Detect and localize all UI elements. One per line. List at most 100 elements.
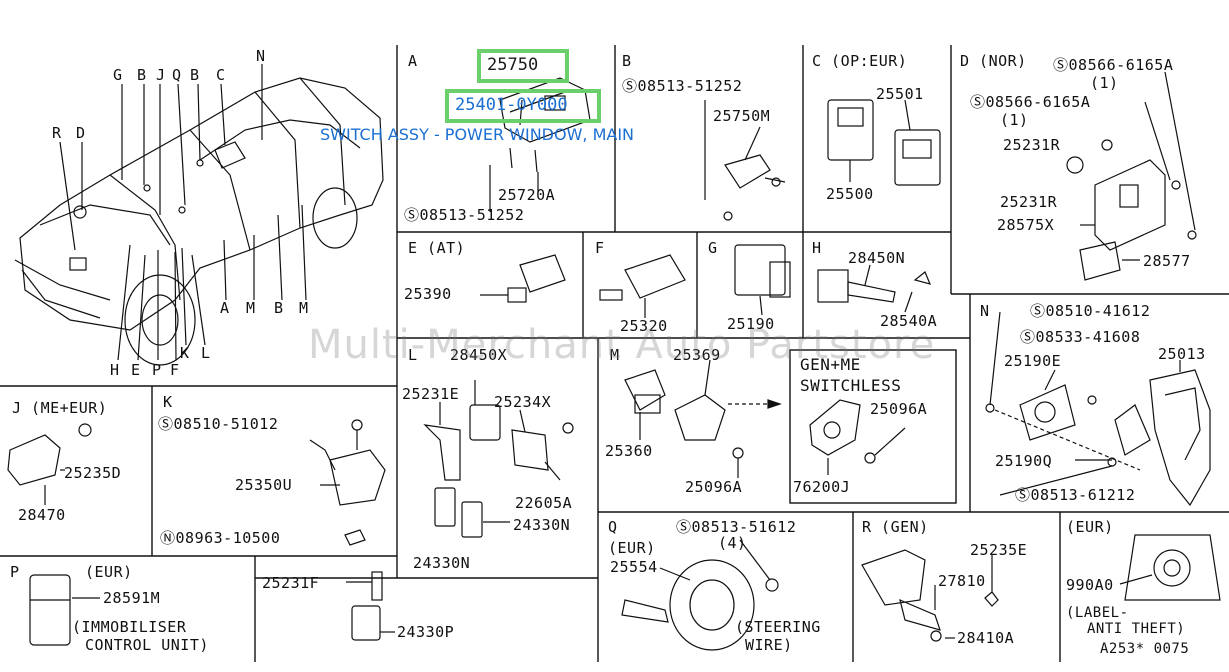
part-28470[interactable]: 28470	[18, 506, 66, 524]
vehicle-label-e: E	[131, 361, 141, 379]
section-p2-drawing	[346, 571, 395, 641]
steering-wire-label-2: WIRE)	[745, 636, 793, 654]
section-e-drawing	[480, 254, 566, 303]
section-e-title: E (AT)	[408, 239, 466, 257]
section-j-title: J (ME+EUR)	[12, 399, 108, 417]
part-25350u[interactable]: 25350U	[235, 476, 293, 494]
part-25320[interactable]: 25320	[620, 317, 668, 335]
part-08963-10500[interactable]: Ⓝ08963-10500	[160, 529, 281, 547]
section-c-title: C (OP:EUR)	[812, 52, 908, 70]
part-25501[interactable]: 25501	[876, 85, 924, 103]
part-25750m[interactable]: 25750M	[713, 107, 771, 125]
section-g-title: G	[708, 239, 718, 257]
vehicle-label-f: F	[170, 361, 180, 379]
part-28450n[interactable]: 28450N	[848, 249, 906, 267]
section-g-drawing	[734, 244, 791, 316]
section-p-title: P	[10, 563, 20, 581]
part-25231f[interactable]: 25231F	[262, 574, 320, 592]
section-f-title: F	[595, 239, 605, 257]
highlight-part-25750[interactable]: 25750	[477, 49, 569, 83]
part-25013[interactable]: 25013	[1158, 345, 1206, 363]
part-25190e[interactable]: 25190E	[1004, 352, 1062, 370]
part-25235e[interactable]: 25235E	[970, 541, 1028, 559]
part-28577[interactable]: 28577	[1143, 252, 1191, 270]
part-25390[interactable]: 25390	[404, 285, 452, 303]
section-l-title: L	[408, 346, 418, 364]
part-25231e[interactable]: 25231E	[402, 385, 460, 403]
section-n-drawing	[985, 311, 1211, 507]
part-28540a[interactable]: 28540A	[880, 312, 938, 330]
vehicle-label-b3: B	[274, 299, 284, 317]
part-qty-1b: (1)	[1000, 111, 1029, 129]
part-25360[interactable]: 25360	[605, 442, 653, 460]
part-24330n-2[interactable]: 24330N	[413, 554, 471, 572]
section-h-title: H	[812, 239, 822, 257]
part-08566-6165a-2[interactable]: Ⓢ08566-6165A	[970, 93, 1091, 111]
part-27810[interactable]: 27810	[938, 572, 986, 590]
part-24330n-1[interactable]: 24330N	[513, 516, 571, 534]
section-q-drawing	[621, 539, 779, 651]
highlight-part-25401[interactable]: 25401-0Y000	[445, 89, 601, 123]
part-08566-6165a-1[interactable]: Ⓢ08566-6165A	[1053, 56, 1174, 74]
callout-switch-assy: SWITCH ASSY - POWER WINDOW, MAIN	[320, 125, 635, 144]
switchless-title-2: SWITCHLESS	[800, 376, 902, 395]
immobiliser-label-1: (IMMOBILISER	[72, 618, 187, 636]
part-25369[interactable]: 25369	[673, 346, 721, 364]
part-08513-61212[interactable]: Ⓢ08513-61212	[1015, 486, 1136, 504]
part-990a0[interactable]: 990A0	[1066, 576, 1114, 594]
vehicle-label-q: Q	[172, 66, 182, 84]
section-q-note: (EUR)	[608, 539, 656, 557]
section-k-drawing	[309, 419, 386, 546]
switchless-title-1: GEN+ME	[800, 355, 861, 374]
part-25554[interactable]: 25554	[610, 558, 658, 576]
part-76200j[interactable]: 76200J	[793, 478, 851, 496]
section-d-drawing	[1066, 71, 1197, 281]
diagram-code: A253* 0075	[1100, 641, 1190, 657]
part-24330p[interactable]: 24330P	[397, 623, 455, 641]
part-25096a-box[interactable]: 25096A	[870, 400, 928, 418]
part-25234x[interactable]: 25234X	[494, 393, 552, 411]
vehicle-label-b: B	[137, 66, 147, 84]
part-qty-4: (4)	[718, 534, 747, 552]
vehicle-label-d: D	[76, 124, 86, 142]
part-28591m[interactable]: 28591M	[103, 589, 161, 607]
section-c-drawing	[827, 99, 941, 186]
section-f-drawing	[599, 254, 686, 318]
part-25231r-1[interactable]: 25231R	[1003, 136, 1061, 154]
vehicle-drawing	[14, 77, 384, 366]
part-08533-41608[interactable]: Ⓢ08533-41608	[1020, 328, 1141, 346]
part-28410a[interactable]: 28410A	[957, 629, 1015, 647]
section-b-drawing	[704, 100, 786, 221]
label-anti-theft-2: ANTI THEFT)	[1087, 621, 1186, 637]
part-25235d[interactable]: 25235D	[64, 464, 122, 482]
part-08513-51252-b[interactable]: Ⓢ08513-51252	[622, 77, 743, 95]
part-25096a-m[interactable]: 25096A	[685, 478, 743, 496]
part-08510-41612[interactable]: Ⓢ08510-41612	[1030, 302, 1151, 320]
section-borders	[0, 45, 1229, 662]
part-25500[interactable]: 25500	[826, 185, 874, 203]
part-25720a[interactable]: 25720A	[498, 186, 556, 204]
vehicle-label-j: J	[156, 66, 166, 84]
part-28575x[interactable]: 28575X	[997, 216, 1055, 234]
part-08510-51012[interactable]: Ⓢ08510-51012	[158, 415, 279, 433]
part-22605a[interactable]: 22605A	[515, 494, 573, 512]
section-b-title: B	[622, 52, 632, 70]
vehicle-label-n: N	[256, 47, 266, 65]
section-a-title: A	[408, 52, 418, 70]
vehicle-label-m2: M	[299, 299, 309, 317]
section-j-drawing	[7, 423, 92, 505]
part-25190q[interactable]: 25190Q	[995, 452, 1053, 470]
steering-wire-label-1: (STEERING	[735, 618, 821, 636]
vehicle-label-g: G	[113, 66, 123, 84]
vehicle-label-a: A	[220, 299, 230, 317]
part-08513-51612[interactable]: Ⓢ08513-51612	[676, 518, 797, 536]
section-l-drawing	[423, 380, 574, 538]
part-28450x[interactable]: 28450X	[450, 346, 508, 364]
part-25190[interactable]: 25190	[727, 315, 775, 333]
vehicle-label-r: R	[52, 124, 62, 142]
part-08513-51252-a[interactable]: Ⓢ08513-51252	[404, 206, 525, 224]
part-25231r-2[interactable]: 25231R	[1000, 193, 1058, 211]
section-r-title: R (GEN)	[862, 518, 929, 536]
vehicle-label-p: P	[152, 361, 162, 379]
